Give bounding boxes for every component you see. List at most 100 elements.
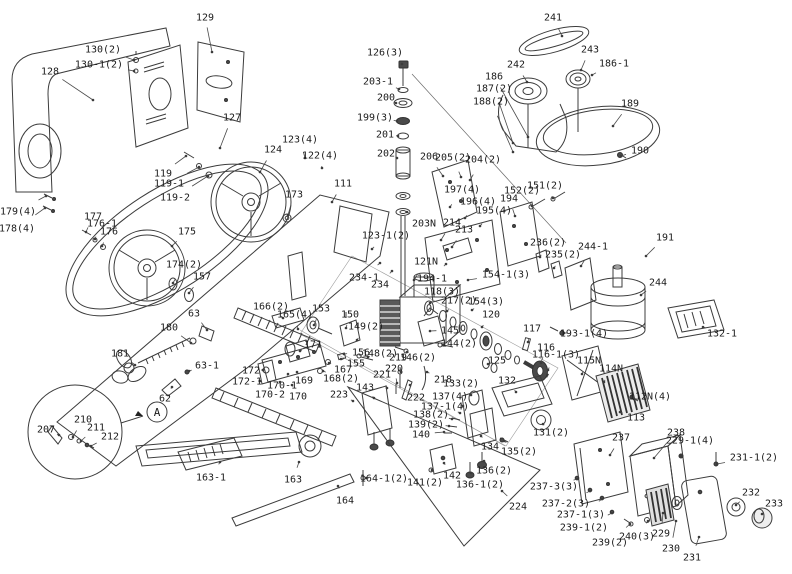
detail-marker-circle [146, 401, 168, 423]
leader-endpoint [445, 309, 449, 313]
leader-endpoint [560, 34, 564, 38]
part-label: 236(2) [530, 238, 566, 249]
leader-endpoint [441, 174, 445, 178]
part-label: 149(2) [348, 322, 384, 333]
part-label: 235(2) [545, 250, 581, 261]
leader-endpoint [430, 468, 434, 472]
part-label: 201 [376, 130, 394, 141]
leader-endpoint [395, 119, 399, 123]
part-label: 153 [312, 304, 330, 315]
part-label: 118(3) [424, 287, 460, 298]
leader-endpoint [546, 368, 550, 372]
part-label: 187(2) [476, 84, 512, 95]
part-label: 193-1(4) [560, 329, 608, 340]
part-label: 127 [223, 113, 241, 124]
leader-endpoint [580, 372, 584, 376]
leader-endpoint [84, 230, 88, 234]
leader-line [287, 204, 292, 216]
part-label: 239(2) [592, 538, 628, 549]
leader-endpoint [43, 206, 47, 210]
part-label: 132-1 [707, 329, 737, 340]
leader-endpoint [397, 87, 401, 91]
part-label: 117 [523, 324, 541, 335]
bed-bars [135, 431, 366, 527]
leader-endpoint [286, 372, 290, 376]
part-label: 172-1 [232, 377, 262, 388]
leader-line [558, 28, 563, 37]
leader-endpoint [320, 166, 324, 170]
leader-endpoint [364, 476, 368, 480]
part-label: 244-1 [578, 242, 608, 253]
part-label: 229-1(4) [666, 436, 714, 447]
part-label: 119 [154, 169, 172, 180]
leader-line [500, 87, 529, 138]
leader-endpoint [396, 134, 400, 138]
leader-endpoint [448, 205, 452, 209]
part-label: 166(2) [253, 302, 289, 313]
part-label: 164 [336, 496, 354, 507]
saw-arm [56, 194, 390, 467]
leader-endpoint [336, 484, 340, 488]
leader-endpoint [425, 370, 429, 374]
leader-endpoint [469, 471, 473, 475]
leader-endpoint [444, 262, 448, 266]
leader-endpoint [478, 224, 482, 228]
part-label: 141(2) [407, 478, 443, 489]
leader-endpoint [370, 247, 374, 251]
detail-marker-label: A [154, 406, 161, 419]
leader-endpoint [89, 444, 93, 448]
leader-endpoint [342, 352, 346, 356]
leader-endpoint [470, 308, 474, 312]
leader-line [206, 27, 213, 53]
leader-line [672, 520, 677, 538]
part-label: 239-1(2) [560, 523, 608, 534]
part-label: 213 [455, 225, 473, 236]
part-label: 206 [420, 152, 438, 163]
leader-endpoint [466, 278, 470, 282]
part-label: 125 [488, 356, 506, 367]
leader-endpoint [511, 150, 515, 154]
leader-line [498, 101, 514, 144]
part-label: 155 [347, 359, 365, 370]
leader-endpoint [579, 68, 583, 72]
part-label: 156 [352, 348, 370, 359]
leader-line [612, 113, 623, 127]
part-label: 115N [577, 356, 601, 367]
part-label: 186-1 [599, 59, 629, 70]
part-label: 210 [74, 415, 92, 426]
leader-endpoint [295, 370, 299, 374]
leader-endpoint [439, 238, 443, 242]
leader-endpoint [469, 393, 473, 397]
part-label: 140 [412, 430, 430, 441]
leader-line [497, 115, 514, 153]
part-label: 167 [334, 365, 352, 376]
leader-endpoint [701, 325, 705, 329]
part-label: 112N(4) [629, 392, 671, 403]
part-label: 237-3(3) [530, 482, 578, 493]
leader-endpoint [513, 214, 517, 218]
part-label: 120 [482, 310, 500, 321]
leader-endpoint [258, 379, 262, 383]
part-label: 113 [627, 413, 645, 424]
part-label: 237 [612, 433, 630, 444]
leader-endpoint [530, 204, 534, 208]
part-label: 119-1 [154, 179, 184, 190]
construction-lines [299, 73, 567, 447]
part-label: 133(2) [443, 379, 479, 390]
motor-assembly [564, 257, 646, 340]
leader-endpoint [298, 349, 302, 353]
leader-endpoint [450, 417, 454, 421]
leader-endpoint [297, 460, 301, 464]
part-label: 204(2) [465, 155, 501, 166]
leader-endpoint [57, 433, 61, 437]
part-label: 126(3) [367, 48, 403, 59]
leader-endpoint [286, 213, 290, 217]
part-label: 170-2 [255, 390, 285, 401]
leader-endpoint [525, 80, 529, 84]
part-label: 124 [264, 145, 282, 156]
part-label: 243 [581, 45, 599, 56]
part-label: 237-1(3) [557, 510, 605, 521]
part-label: 188(2) [473, 97, 509, 108]
part-label: 196(4) [460, 197, 496, 208]
